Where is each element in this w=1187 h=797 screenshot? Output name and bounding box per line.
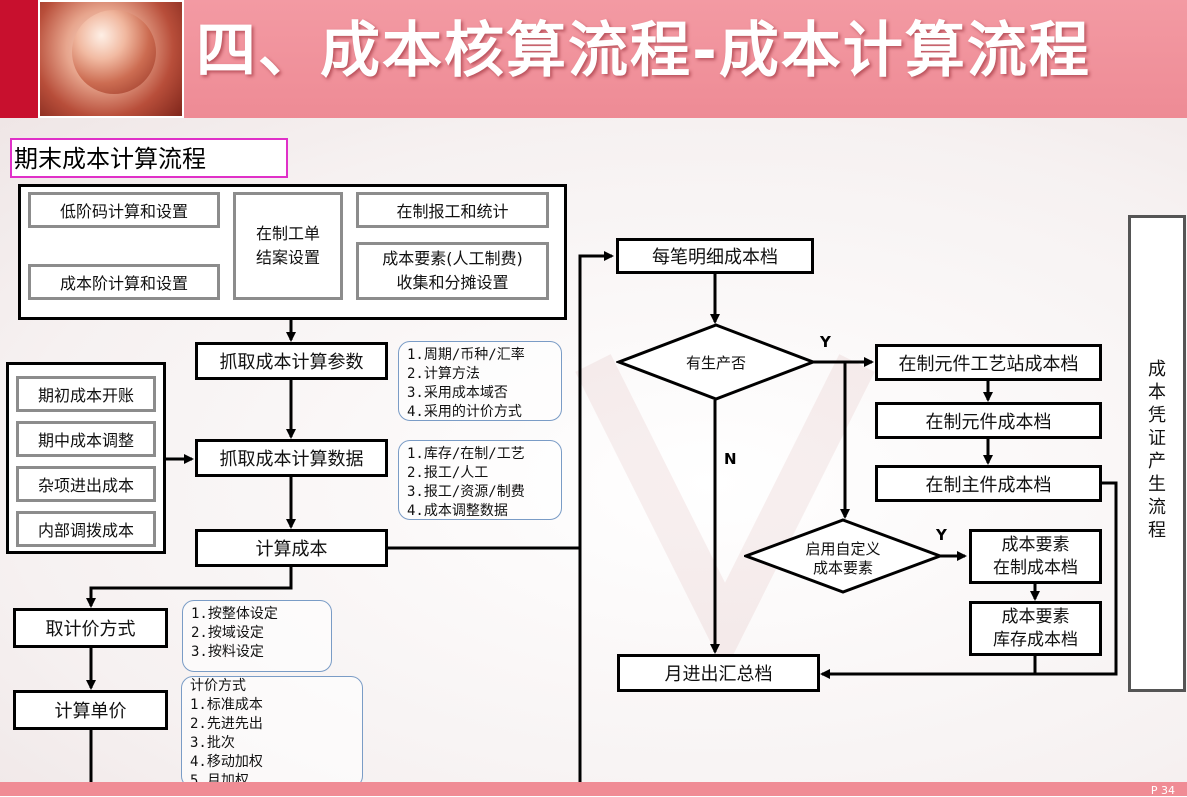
page-title: 四、成本核算流程-成本计算流程 bbox=[196, 16, 1091, 86]
data-note-line: 1.库存/在制/工艺 bbox=[407, 446, 525, 462]
fetch-params-box: 抓取成本计算参数 bbox=[195, 342, 388, 380]
params-note: 1.周期/币种/汇率 2.计算方法 3.采用成本域否 4.采用的计价方式 bbox=[398, 341, 562, 421]
wip-main-file-box: 在制主件成本档 bbox=[875, 465, 1102, 502]
left-item-opening: 期初成本开账 bbox=[16, 376, 156, 412]
params-note-line: 2.计算方法 bbox=[407, 366, 480, 382]
cost-order-setup-box: 成本阶计算和设置 bbox=[28, 264, 220, 300]
element-wip-line2: 在制成本档 bbox=[993, 557, 1078, 578]
element-wip-line1: 成本要素 bbox=[1001, 534, 1070, 555]
price-note-line: 3.按料设定 bbox=[191, 644, 264, 660]
voucher-char: 证 bbox=[1148, 428, 1166, 449]
price-note-line: 2.按域设定 bbox=[191, 625, 264, 641]
voucher-char: 本 bbox=[1148, 382, 1166, 403]
decision2-line1: 启用自定义 bbox=[805, 540, 881, 558]
data-note-line: 2.报工/人工 bbox=[407, 465, 489, 481]
header-banner bbox=[0, 0, 1187, 118]
calc-cost-box: 计算成本 bbox=[195, 529, 388, 567]
data-note: 1.库存/在制/工艺 2.报工/人工 3.报工/资源/制费 4.成本调整数据 bbox=[398, 440, 562, 520]
fetch-data-box: 抓取成本计算数据 bbox=[195, 439, 388, 477]
watermark-icon bbox=[575, 354, 875, 660]
element-wip-file-box: 成本要素 在制成本档 bbox=[969, 529, 1102, 584]
left-item-misc: 杂项进出成本 bbox=[16, 466, 156, 502]
price-method-box: 取计价方式 bbox=[13, 608, 168, 648]
data-note-line: 3.报工/资源/制费 bbox=[407, 484, 525, 500]
monthly-summary-file-box: 月进出汇总档 bbox=[617, 654, 820, 692]
page-number: P 34 bbox=[1150, 784, 1175, 797]
custom-element-decision-diamond bbox=[744, 518, 942, 594]
section-title: 期末成本计算流程 bbox=[10, 138, 288, 178]
price-note: 1.按整体设定 2.按域设定 3.按料设定 bbox=[182, 600, 332, 672]
wip-report-box: 在制报工和统计 bbox=[356, 192, 549, 228]
wip-component-file-box: 在制元件成本档 bbox=[875, 402, 1102, 439]
wip-close-setup-box: 在制工单 结案设置 bbox=[233, 192, 343, 300]
decision1-no-label: N bbox=[724, 450, 737, 468]
wip-station-file-box: 在制元件工艺站成本档 bbox=[875, 344, 1102, 381]
production-decision-label: 有生产否 bbox=[685, 354, 746, 372]
price-note-line: 1.按整体设定 bbox=[191, 606, 278, 622]
left-item-adjust: 期中成本调整 bbox=[16, 421, 156, 457]
decision2-yes-label: Y bbox=[936, 526, 947, 544]
unit-price-note: 计价方式 1.标准成本 2.先进先出 3.批次 4.移动加权 5.月加权 bbox=[181, 676, 363, 789]
unit-note-line: 4.移动加权 bbox=[190, 754, 263, 770]
cost-element-setup-box: 成本要素(人工制费) 收集和分摊设置 bbox=[356, 242, 549, 300]
footer-bar bbox=[0, 782, 1187, 796]
cost-element-line1: 成本要素(人工制费) bbox=[382, 249, 523, 268]
voucher-process-box: 成 本 凭 证 产 生 流 程 bbox=[1128, 215, 1186, 692]
params-note-line: 4.采用的计价方式 bbox=[407, 404, 522, 420]
params-note-line: 1.周期/币种/汇率 bbox=[407, 347, 525, 363]
element-stock-file-box: 成本要素 库存成本档 bbox=[969, 601, 1102, 656]
wip-close-line1: 在制工单 bbox=[255, 224, 320, 243]
left-item-transfer: 内部调拨成本 bbox=[16, 511, 156, 547]
wip-close-line2: 结案设置 bbox=[255, 248, 320, 267]
unit-note-line: 3.批次 bbox=[190, 735, 235, 751]
production-decision-diamond bbox=[616, 323, 816, 401]
params-note-line: 3.采用成本域否 bbox=[407, 385, 508, 401]
cost-element-line2: 收集和分摊设置 bbox=[396, 273, 509, 292]
decision1-yes-label: Y bbox=[820, 333, 831, 351]
header-accent-strip bbox=[0, 0, 38, 118]
globe-icon bbox=[72, 10, 156, 94]
decision2-line2: 成本要素 bbox=[812, 559, 873, 577]
unit-note-line: 1.标准成本 bbox=[190, 697, 263, 713]
voucher-char: 流 bbox=[1148, 497, 1166, 518]
voucher-char: 程 bbox=[1148, 520, 1166, 541]
element-stock-line2: 库存成本档 bbox=[993, 629, 1078, 650]
voucher-char: 凭 bbox=[1148, 405, 1166, 426]
globe-logo bbox=[38, 0, 184, 118]
element-stock-line1: 成本要素 bbox=[1001, 606, 1070, 627]
calc-unit-price-box: 计算单价 bbox=[13, 690, 168, 730]
unit-note-line: 2.先进先出 bbox=[190, 716, 263, 732]
voucher-char: 产 bbox=[1148, 451, 1166, 472]
voucher-char: 生 bbox=[1148, 474, 1166, 495]
custom-element-decision-label: 启用自定义 成本要素 bbox=[793, 540, 893, 578]
detail-cost-file-box: 每笔明细成本档 bbox=[616, 238, 814, 274]
data-note-line: 4.成本调整数据 bbox=[407, 503, 508, 519]
unit-note-line: 计价方式 bbox=[190, 678, 246, 694]
voucher-char: 成 bbox=[1148, 359, 1166, 380]
low-order-setup-box: 低阶码计算和设置 bbox=[28, 192, 220, 228]
